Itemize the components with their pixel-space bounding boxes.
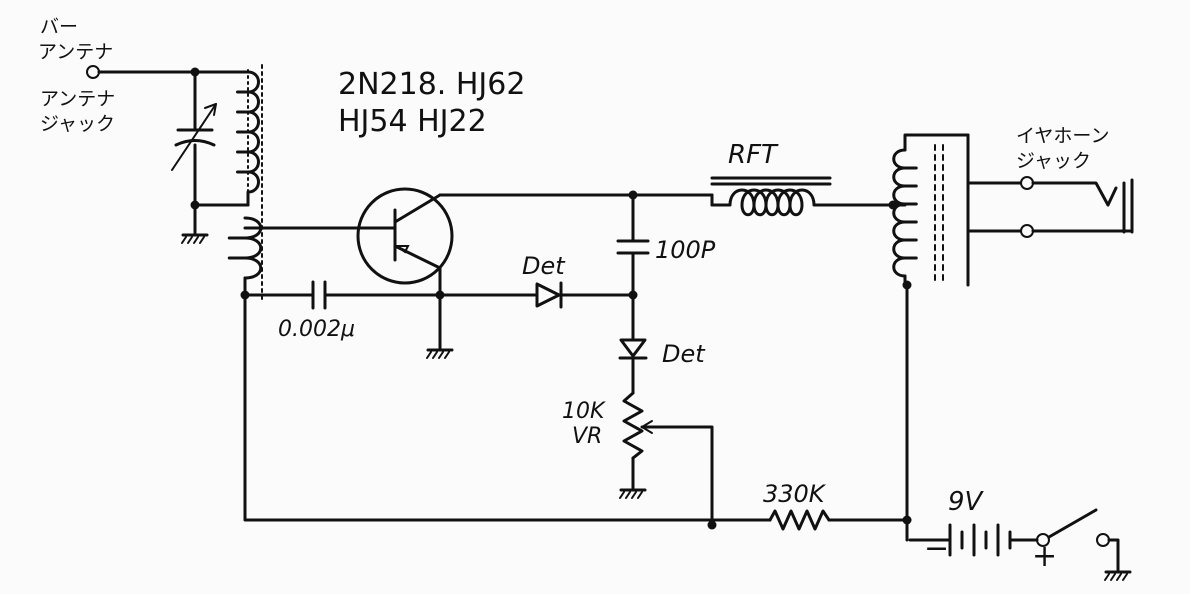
bar-antenna-coil — [227, 64, 263, 301]
det-label-1: Det — [522, 252, 566, 280]
ground-symbol-switch — [1104, 570, 1132, 581]
battery-minus: − — [924, 531, 949, 566]
antenna-section: バー アンテナ アンテナ ジャック — [38, 16, 250, 244]
potentiometer-10k — [622, 391, 662, 490]
antenna-terminal — [86, 65, 100, 79]
ground-symbol-emitter — [426, 348, 454, 359]
rf-transformer — [710, 176, 832, 217]
earphone-jack-label-1: イヤホーン — [1016, 125, 1109, 147]
variable-capacitor — [171, 103, 217, 171]
pnp-transistor — [356, 187, 454, 285]
earphone-jack — [966, 176, 1134, 238]
capacitor-100p-label: 100P — [655, 236, 716, 264]
detector-diode-1 — [535, 281, 563, 309]
battery-plus: + — [1032, 539, 1057, 574]
capacitor-0002u-label: 0.002μ — [278, 317, 355, 342]
resistor-330k-label: 330K — [763, 480, 827, 508]
pot-label-10k: 10K — [562, 399, 606, 424]
battery-label: 9V — [948, 487, 985, 517]
transistor-types-line-2: HJ54 HJ22 — [338, 104, 487, 139]
ground-symbol-pot — [619, 488, 647, 499]
battery-9v — [908, 523, 1039, 557]
transistor-types-line-1: 2N218. HJ62 — [338, 67, 525, 102]
ground-symbol-antenna — [181, 233, 209, 244]
bar-antenna-label-1: バー — [40, 16, 78, 38]
bar-antenna-label-2: アンテナ — [38, 41, 113, 63]
capacitor-100p — [616, 239, 650, 255]
antenna-jack-label-1: アンテナ — [40, 88, 115, 110]
power-switch — [1036, 508, 1120, 572]
capacitor-0002u — [311, 280, 327, 310]
resistor-330k — [768, 509, 831, 531]
rft-label: RFT — [728, 140, 779, 170]
earphone-jack-label-2: ジャック — [1016, 150, 1091, 172]
antenna-jack-label-2: ジャック — [40, 113, 115, 135]
det-label-2: Det — [662, 340, 706, 368]
pot-label-vr: VR — [572, 424, 602, 449]
audio-transformer — [892, 133, 970, 287]
detector-diode-2 — [618, 338, 648, 360]
